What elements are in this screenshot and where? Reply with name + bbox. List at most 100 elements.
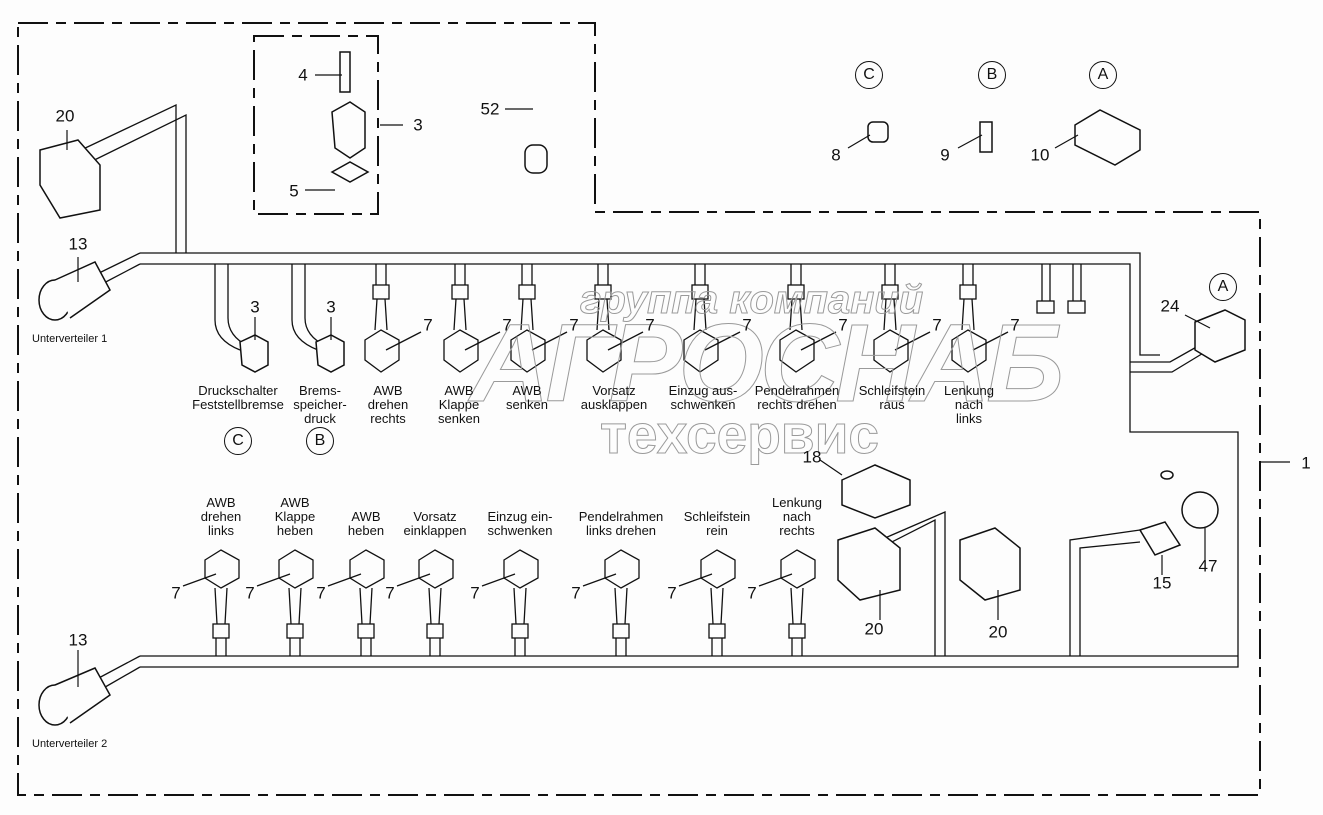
ref-circle-c: C	[855, 61, 883, 89]
upper-connector-label: Druckschalter Feststellbremse	[192, 383, 284, 412]
part-number-7[interactable]: 7	[502, 315, 512, 335]
part-number-7[interactable]: 7	[571, 583, 581, 603]
ref-circle-c: C	[224, 427, 252, 455]
part-number-24[interactable]: 24	[1160, 296, 1180, 316]
module-10-icon	[1074, 109, 1141, 166]
valve-plug-icon	[780, 549, 816, 589]
lower-connector-label: AWB heben	[347, 509, 385, 538]
part-number-7[interactable]: 7	[742, 315, 752, 335]
connector-20-icon	[837, 527, 901, 601]
clip-icon	[426, 623, 444, 639]
valve-plug-icon	[700, 549, 736, 589]
valve-plug-icon	[278, 549, 314, 589]
clip-icon	[612, 623, 630, 639]
valve-plug-icon	[510, 329, 546, 373]
detail-box	[253, 35, 379, 215]
lower-connector-label: AWB drehen links	[200, 495, 242, 538]
clip-icon	[787, 284, 805, 300]
ref-circle-a: A	[1209, 273, 1237, 301]
part-number-13[interactable]: 13	[68, 234, 88, 254]
upper-connector-label: Lenkung nach links	[944, 383, 994, 426]
part-number-7[interactable]: 7	[932, 315, 942, 335]
part-number-13[interactable]: 13	[68, 630, 88, 650]
part-number-7[interactable]: 7	[747, 583, 757, 603]
part-number-8[interactable]: 8	[831, 145, 841, 165]
ref-circle-a: A	[1089, 61, 1117, 89]
upper-connector-label: AWB Klappe senken	[438, 383, 480, 426]
part-number-47[interactable]: 47	[1198, 556, 1218, 576]
part-number-7[interactable]: 7	[245, 583, 255, 603]
upper-connector-label: Einzug aus- schwenken	[668, 383, 738, 412]
clip-icon	[594, 284, 612, 300]
part-number-7[interactable]: 7	[667, 583, 677, 603]
valve-plug-icon	[443, 329, 479, 373]
part-number-18[interactable]: 18	[802, 447, 822, 467]
assembly-number-1[interactable]: 1	[1301, 453, 1311, 473]
valve-plug-icon	[503, 549, 539, 589]
lower-connector-label: Vorsatz einklappen	[403, 509, 467, 538]
ref-circle-b: B	[978, 61, 1006, 89]
clip-icon	[959, 284, 977, 300]
valve-plug-icon	[604, 549, 640, 589]
upper-connector-label: Schleifstein raus	[858, 383, 926, 412]
seal-icon	[330, 161, 370, 183]
part-number-20[interactable]: 20	[55, 106, 75, 126]
part-number-7[interactable]: 7	[171, 583, 181, 603]
valve-plug-icon	[418, 549, 454, 589]
switch-8-icon	[867, 121, 889, 143]
connector-24-icon	[1194, 309, 1246, 363]
connector-20-icon	[39, 139, 101, 219]
clip-icon	[691, 284, 709, 300]
part-number-7[interactable]: 7	[385, 583, 395, 603]
bolt-icon	[339, 51, 351, 93]
part-number-3[interactable]: 3	[250, 297, 260, 317]
clip-icon	[357, 623, 375, 639]
unterverteiler-2-label: Unterverteiler 2	[32, 738, 108, 750]
clip-icon	[788, 623, 806, 639]
upper-connector-label: Vorsatz ausklappen	[580, 383, 648, 412]
connector-18-icon	[841, 464, 911, 519]
clip-icon	[451, 284, 469, 300]
cap-47-icon	[1181, 491, 1219, 529]
part-number-7[interactable]: 7	[316, 583, 326, 603]
lower-connector-label: Lenkung nach rechts	[772, 495, 822, 538]
upper-connector-label: Brems- speicher- druck	[293, 383, 347, 426]
part-number-3[interactable]: 3	[413, 115, 423, 135]
upper-connector-label: AWB senken	[506, 383, 548, 412]
cable-icon	[524, 144, 548, 174]
clip-icon	[372, 284, 390, 300]
part-number-7[interactable]: 7	[645, 315, 655, 335]
ref-circle-b: B	[306, 427, 334, 455]
lower-connector-label: Schleifstein rein	[683, 509, 751, 538]
part-number-20[interactable]: 20	[988, 622, 1008, 642]
plug-icon	[331, 101, 366, 159]
part-number-52[interactable]: 52	[480, 99, 500, 119]
clip-icon	[518, 284, 536, 300]
upper-connector-label: AWB drehen rechts	[367, 383, 409, 426]
part-number-9[interactable]: 9	[940, 145, 950, 165]
valve-plug-icon	[873, 329, 909, 373]
clip-icon	[212, 623, 230, 639]
part-number-15[interactable]: 15	[1152, 573, 1172, 593]
part-number-7[interactable]: 7	[838, 315, 848, 335]
part-number-7[interactable]: 7	[569, 315, 579, 335]
valve-plug-icon	[349, 549, 385, 589]
lower-connector-label: Einzug ein- schwenken	[487, 509, 553, 538]
clip-icon	[881, 284, 899, 300]
lower-connector-label: Pendelrahmen links drehen	[578, 509, 664, 538]
part-number-10[interactable]: 10	[1030, 145, 1050, 165]
part-number-5[interactable]: 5	[289, 181, 299, 201]
lower-connector-label: AWB Klappe heben	[274, 495, 316, 538]
clip-icon	[511, 623, 529, 639]
part-number-20[interactable]: 20	[864, 619, 884, 639]
part-number-7[interactable]: 7	[1010, 315, 1020, 335]
clip-icon	[708, 623, 726, 639]
part-number-7[interactable]: 7	[470, 583, 480, 603]
part-number-3[interactable]: 3	[326, 297, 336, 317]
part-number-7[interactable]: 7	[423, 315, 433, 335]
part-number-4[interactable]: 4	[298, 65, 308, 85]
valve-plug-icon	[364, 329, 400, 373]
clip-icon	[286, 623, 304, 639]
socket-15-icon	[1138, 521, 1182, 556]
